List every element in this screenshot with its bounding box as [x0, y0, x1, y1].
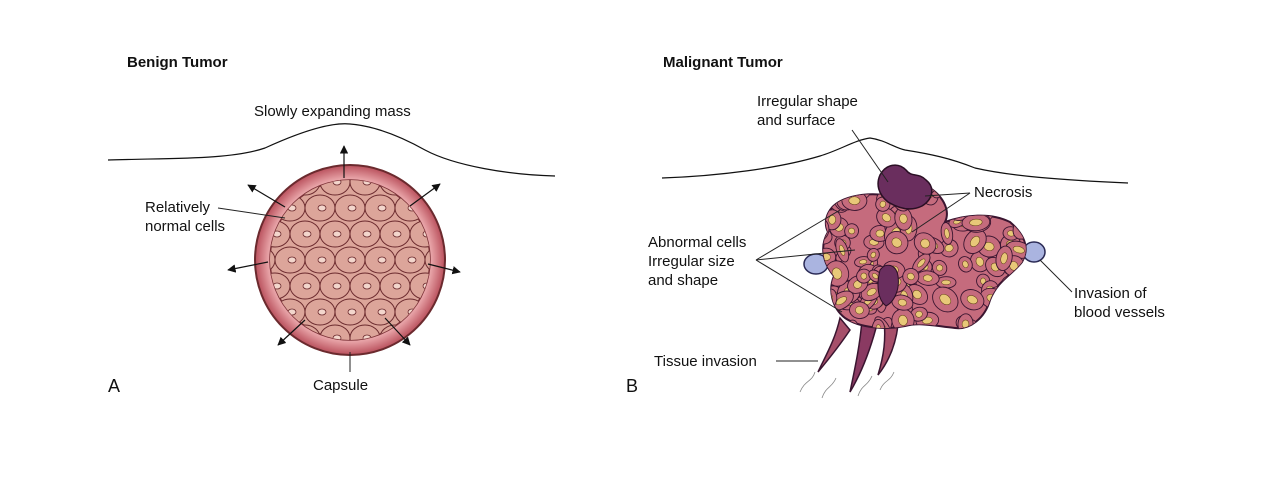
malignant-cell	[1001, 285, 1018, 299]
label-necrosis: Necrosis	[974, 184, 1032, 201]
leader-abnormal-3	[755, 259, 843, 313]
benign-cell-nucleus	[287, 256, 297, 264]
benign-cell-nucleus	[317, 308, 327, 316]
malignant-cell	[995, 245, 1013, 271]
necrosis-center	[877, 264, 899, 307]
panel-b-title: Malignant Tumor	[663, 54, 783, 71]
leader-normal-cells	[217, 207, 286, 219]
malignant-cell	[849, 301, 870, 319]
malignant-cell	[961, 213, 991, 232]
tissue-strands	[799, 371, 895, 399]
malignant-cell	[954, 184, 968, 188]
malignant-cell	[866, 248, 880, 262]
label-capsule: Capsule	[313, 377, 368, 394]
arrow-up-right	[409, 183, 441, 207]
arrow-down-left	[277, 319, 306, 346]
benign-cells	[270, 180, 430, 340]
arrow-right	[427, 263, 461, 275]
malignant-cell	[1014, 296, 1026, 313]
benign-cell-nucleus	[377, 204, 387, 212]
arrow-left	[227, 261, 269, 273]
malignant-cell	[848, 184, 863, 192]
malignant-cell	[985, 256, 1006, 278]
benign-cell-nucleus	[377, 256, 387, 264]
leader-invasion	[1039, 259, 1073, 293]
benign-cell	[424, 246, 430, 274]
malignant-cell	[1024, 272, 1026, 292]
benign-cell-nucleus	[302, 230, 312, 238]
malignant-cell	[1021, 269, 1026, 284]
benign-cell-nucleus	[362, 282, 372, 290]
label-relatively-normal-cells-1: Relatively	[145, 199, 211, 216]
necrosis-top	[877, 164, 933, 210]
label-slowly-expanding-mass: Slowly expanding mass	[254, 103, 411, 120]
malignant-cell	[935, 276, 957, 289]
malignant-cell	[829, 184, 850, 198]
malignant-cell	[876, 207, 897, 228]
malignant-cell	[840, 184, 853, 196]
benign-cell-nucleus	[347, 256, 357, 264]
malignant-cell	[932, 286, 959, 313]
leader-abnormal-1	[755, 209, 841, 261]
malignant-cell	[1017, 310, 1026, 329]
benign-cell-nucleus	[332, 282, 342, 290]
leader-necrosis-2	[911, 192, 971, 233]
benign-cell-nucleus	[302, 282, 312, 290]
malignant-cell	[902, 267, 920, 286]
benign-cell-nucleus	[317, 256, 327, 264]
arrow-down-right	[384, 317, 411, 346]
malignant-cell	[844, 223, 859, 239]
panel-malignant: Malignant Tumor B Irregular shape and su…	[626, 54, 1165, 399]
leader-necrosis-1	[924, 192, 971, 197]
malignant-cell	[980, 326, 999, 329]
label-abnormal-cells-2: Irregular size	[648, 253, 735, 270]
malignant-cell	[894, 206, 913, 231]
panel-a-letter: A	[108, 376, 120, 396]
benign-cell-nucleus	[392, 282, 402, 290]
label-relatively-normal-cells-2: normal cells	[145, 218, 225, 235]
malignant-cell	[913, 232, 937, 255]
arrow-up-left	[247, 184, 286, 208]
necrosis-regions	[877, 164, 933, 307]
panel-benign: Benign Tumor A Slowly expanding mass Rel…	[107, 54, 556, 396]
benign-cell-nucleus	[407, 256, 417, 264]
label-invasion-2: blood vessels	[1074, 304, 1165, 321]
label-tissue-invasion: Tissue invasion	[654, 353, 757, 370]
leader-irregular-shape	[851, 129, 889, 183]
benign-surface-line	[107, 123, 556, 177]
tissue-invasion-tendrils	[817, 316, 899, 393]
label-irregular-shape-1: Irregular shape	[757, 93, 858, 110]
expansion-arrows	[227, 145, 461, 346]
malignant-cell	[931, 259, 948, 276]
benign-cell-nucleus	[377, 308, 387, 316]
panel-a-title: Benign Tumor	[127, 54, 228, 71]
benign-cell-nucleus	[332, 230, 342, 238]
leader-abnormal-2	[755, 249, 856, 261]
label-irregular-shape-2: and surface	[757, 112, 835, 129]
malignant-cell	[871, 318, 886, 329]
label-abnormal-cells-3: and shape	[648, 272, 718, 289]
label-invasion-1: Invasion of	[1074, 285, 1147, 302]
malignant-cell	[1021, 212, 1026, 230]
malignant-cell	[829, 184, 846, 199]
malignant-surface-line	[661, 137, 1129, 184]
benign-cell-nucleus	[362, 230, 372, 238]
malignant-cell	[1017, 291, 1026, 316]
benign-cell-nucleus	[347, 204, 357, 212]
benign-cell-nucleus	[392, 230, 402, 238]
label-abnormal-cells-1: Abnormal cells	[648, 234, 746, 251]
malignant-cell	[940, 222, 954, 245]
malignant-cell	[958, 256, 973, 273]
malignant-cell	[885, 230, 909, 255]
benign-cell-nucleus	[317, 204, 327, 212]
benign-cell-nucleus	[347, 308, 357, 316]
malignant-cell	[960, 289, 985, 311]
panel-b-letter: B	[626, 376, 638, 396]
